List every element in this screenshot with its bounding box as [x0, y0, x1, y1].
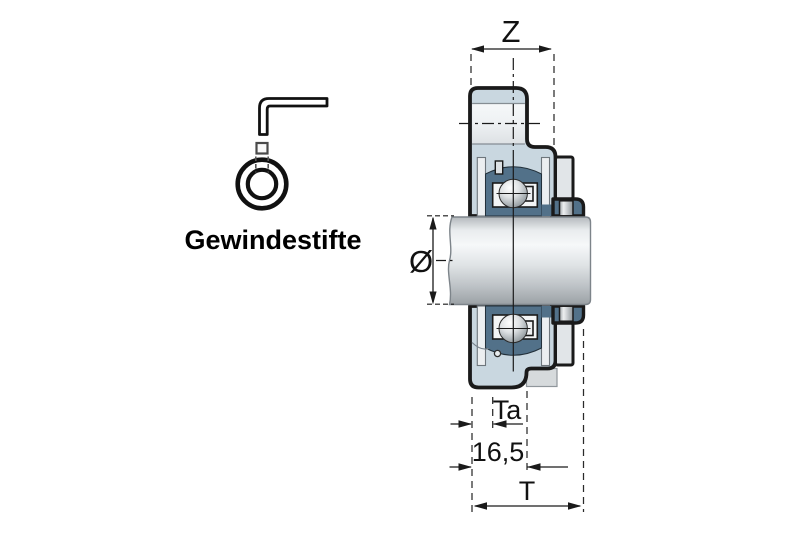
legend-label: Gewindestifte: [184, 225, 361, 255]
grub-screw-top: [558, 200, 574, 217]
set-screw-square: [255, 141, 269, 155]
seat-line: [471, 342, 489, 350]
flange-boss-shadow: [525, 367, 558, 388]
dimension-ta: Ta: [450, 395, 523, 428]
dim-label-ta: Ta: [493, 395, 523, 425]
outer-ring-face: [476, 156, 487, 217]
dimension-diameter: Ø: [409, 215, 454, 305]
set-screw-top: [494, 160, 504, 175]
dim-label-flange-width: 16,5: [472, 437, 525, 467]
allen-key-icon: [258, 97, 329, 136]
grub-screw-bottom: [558, 305, 574, 322]
inner-ring-sleeve-top: [554, 155, 575, 201]
dimension-annotations: Z Ø Ta 16,5: [409, 14, 585, 512]
ring-inner: [245, 167, 279, 201]
inner-ring-sleeve-bottom: [554, 321, 575, 367]
set-screw-ring-icon: [235, 141, 289, 211]
dim-label-z: Z: [502, 14, 521, 49]
dim-label-diameter: Ø: [409, 244, 433, 279]
outer-ring-face: [476, 305, 487, 367]
dimension-t: T: [473, 476, 582, 510]
set-screw-legend: Gewindestifte: [184, 97, 362, 255]
dim-label-t: T: [519, 476, 536, 506]
set-screw-end-bottom: [493, 349, 502, 358]
dimension-z: Z: [470, 14, 555, 146]
bearing-cross-section: [436, 58, 592, 390]
shaft: [447, 216, 592, 306]
dimension-16-5: 16,5: [449, 437, 568, 471]
